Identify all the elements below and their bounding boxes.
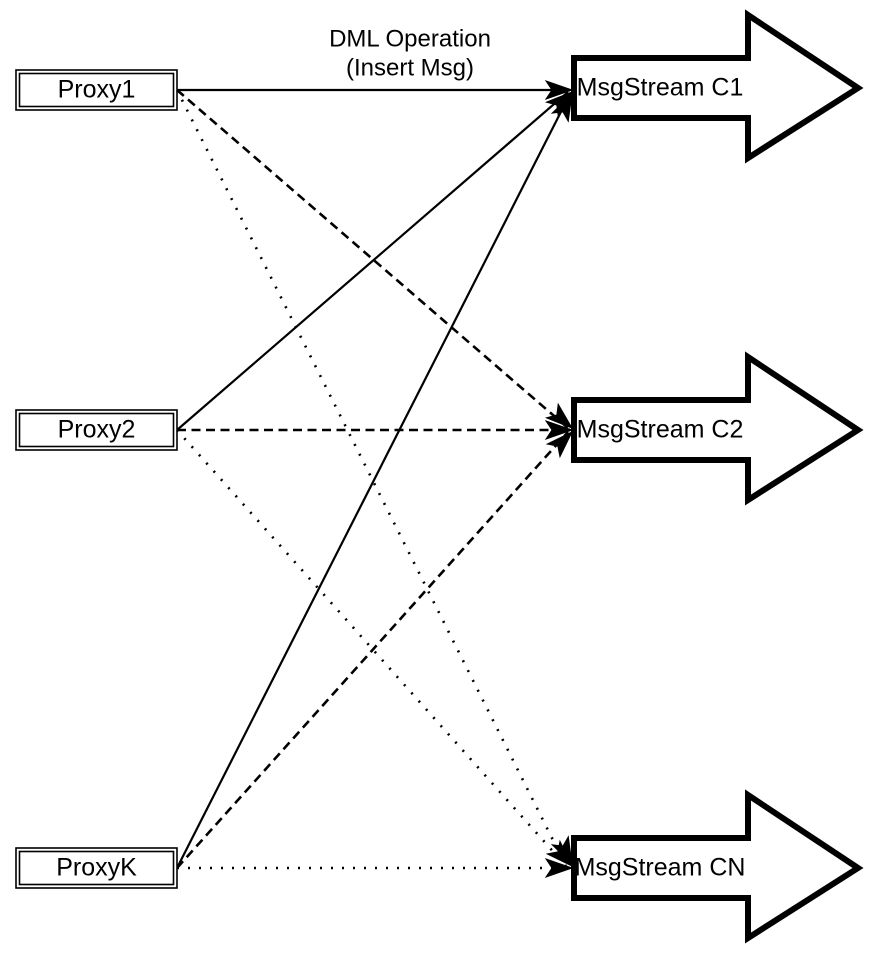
arrowhead-head-c2-from-proxyK — [545, 430, 574, 459]
arrowhead-head-c1-from-proxyK — [550, 92, 573, 123]
block-arrow-icon-msgstream-c2 — [571, 351, 864, 506]
proxy-label-proxy1: Proxy1 — [58, 76, 136, 104]
proxy-label-proxyK: ProxyK — [56, 854, 137, 882]
connection-proxy2-to-c1 — [176, 91, 569, 431]
arrowheads-layer — [544, 80, 574, 878]
connection-proxyK-to-c1 — [176, 93, 571, 869]
arrowhead-head-cn-from-proxy2 — [545, 839, 574, 868]
stream-label-msgstream-cn: MsgStream CN — [575, 854, 746, 882]
connection-proxy1-to-c2 — [176, 89, 569, 429]
streams-layer: MsgStream C1 MsgStream C2 MsgStream CN — [571, 9, 864, 944]
stream-node-msgstream-c1[interactable]: MsgStream C1 — [571, 9, 864, 164]
stream-label-msgstream-c1: MsgStream C1 — [577, 74, 744, 102]
proxy-box-inner-proxyK — [18, 850, 175, 886]
stream-node-msgstream-cn[interactable]: MsgStream CN — [571, 789, 864, 944]
edge-label-line1: DML Operation — [329, 25, 491, 52]
proxy-label-proxy2: Proxy2 — [58, 416, 136, 444]
connections-layer — [175, 88, 571, 870]
connection-proxy2-to-cn — [176, 429, 567, 867]
proxy-node-proxyK[interactable]: ProxyK — [15, 847, 178, 889]
proxy-node-proxy1[interactable]: Proxy1 — [15, 69, 178, 111]
proxy-box-inner-proxy1 — [18, 72, 175, 108]
arrowhead-head-c2-from-proxy1 — [544, 402, 574, 429]
edge-label-dml-operation: DML Operation (Insert Msg) — [329, 25, 491, 81]
block-arrow-icon-msgstream-cn — [571, 789, 864, 944]
connection-proxy1-to-cn — [175, 89, 568, 867]
arrowhead-head-c1-from-proxy1 — [544, 80, 574, 100]
stream-label-msgstream-c2: MsgStream C2 — [577, 416, 744, 444]
connection-proxyK-to-c2 — [176, 431, 569, 869]
proxy-node-proxy2[interactable]: Proxy2 — [15, 409, 178, 451]
arrowhead-head-cn-from-proxyK — [544, 858, 574, 878]
edge-label-line2: (Insert Msg) — [346, 54, 474, 81]
stream-node-msgstream-c2[interactable]: MsgStream C2 — [571, 351, 864, 506]
block-arrow-icon-msgstream-c1 — [571, 9, 864, 164]
arrowhead-head-c2-from-proxy2 — [544, 420, 574, 440]
proxy-box-inner-proxy2 — [18, 412, 175, 448]
